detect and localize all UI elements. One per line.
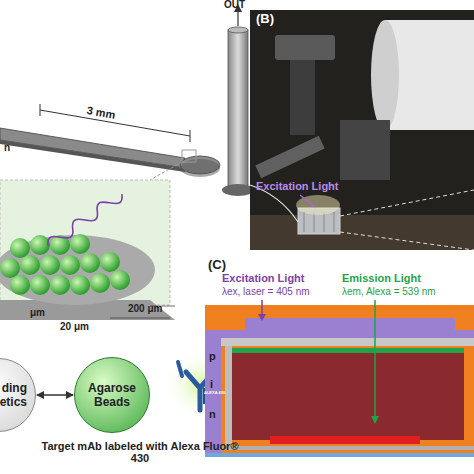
agarose-bead-pile (80, 253, 100, 273)
setup-photo (255, 136, 324, 178)
microchannel (182, 150, 196, 162)
fluorophore-label: ALEXA 430 (204, 391, 225, 395)
photo-annotation: Excitation Light (256, 180, 339, 192)
node-text: Agarose Beads (81, 381, 143, 409)
photodiode-cross-section (205, 453, 474, 457)
excitation-label: Excitation Light (222, 272, 305, 284)
setup-photo (275, 35, 335, 60)
photodiode-cross-section (258, 314, 266, 321)
dimension-label: μm (30, 307, 45, 318)
setup-photo (324, 212, 325, 232)
zoom-inset (0, 180, 175, 320)
setup-photo (300, 195, 315, 207)
binding-arrow (37, 394, 73, 396)
excitation-wave (45, 189, 125, 250)
agarose-bead-pile (30, 275, 50, 295)
photodiode-cross-section (270, 436, 420, 444)
setup-photo (314, 212, 315, 232)
setup-photo (250, 10, 474, 250)
layer-label: n (209, 408, 216, 420)
setup-photo (304, 212, 305, 232)
photodiode-cross-section (205, 318, 474, 338)
setup-photo (250, 215, 474, 250)
agarose-bead-pile (70, 275, 90, 295)
layer-label: p (209, 350, 216, 362)
setup-photo (250, 10, 474, 250)
agarose-bead-pile (110, 270, 130, 290)
photodiode-cross-section (205, 300, 474, 474)
setup-photo (340, 120, 390, 180)
panel-label: (C) (208, 258, 226, 272)
emission-label: Emission Light (342, 272, 421, 284)
outlet-tube (222, 184, 254, 196)
setup-photo (334, 212, 335, 232)
dimension-label: 200 μm (128, 303, 162, 314)
microchannel (0, 104, 220, 180)
wavelength-label: λem, Alexa = 539 nm (342, 286, 436, 297)
setup-photo (296, 195, 340, 215)
outlet-tube (237, 10, 238, 26)
agarose-bead-pile (0, 258, 20, 278)
microchannel (40, 104, 41, 116)
agarose-bead-pile (100, 252, 120, 272)
agarose-bead-pile (0, 234, 130, 295)
photodiode-cross-section (232, 348, 464, 353)
agarose-bead-pile (40, 255, 60, 275)
agarose-bead-pile (10, 238, 30, 258)
bead-circle: dingetics (0, 358, 36, 432)
bead-circle: Agarose Beads (74, 357, 150, 433)
microchannel (190, 130, 191, 142)
microchannel (150, 162, 182, 180)
agarose-bead-pile (50, 275, 70, 295)
photodiode-cross-section (225, 346, 232, 446)
photodiode-cross-section (221, 338, 474, 346)
dimension-label: 20 μm (60, 321, 89, 332)
agarose-bead-pile (70, 234, 90, 254)
layer-label: i (210, 378, 213, 390)
agarose-bead-pile (60, 255, 80, 275)
dimension-lines (110, 318, 170, 319)
agarose-bead-pile (30, 235, 50, 255)
node-text: etics (0, 395, 27, 409)
wavelength-label: λex, laser = 405 nm (222, 286, 310, 297)
panel-label: (B) (256, 12, 274, 26)
photodiode-cross-section (374, 300, 376, 420)
agarose-bead-pile (90, 273, 110, 293)
cropped-label: n (4, 142, 10, 153)
photodiode-cross-section (221, 446, 474, 450)
photodiode-cross-section (371, 416, 379, 424)
agarose-bead-pile (20, 255, 40, 275)
setup-photo (290, 60, 315, 135)
photodiode-cross-section (232, 353, 464, 440)
outlet-tube (228, 27, 248, 33)
microchannel (0, 140, 185, 172)
node-text: ding (2, 381, 27, 395)
photodiode-cross-section (205, 305, 474, 455)
outlet-tube (228, 30, 248, 190)
agarose-bead-pile (10, 275, 30, 295)
figure-caption-label: Target mAb labeled with Alexa Fluor® 430 (40, 440, 240, 464)
setup-photo (371, 20, 399, 130)
photodiode-cross-section (205, 455, 474, 474)
setup-photo (340, 232, 474, 250)
outlet-tube (222, 4, 254, 196)
zoom-inset (0, 235, 155, 305)
setup-photo (340, 190, 474, 216)
setup-photo (250, 10, 474, 250)
port-label: OUT (224, 0, 245, 10)
